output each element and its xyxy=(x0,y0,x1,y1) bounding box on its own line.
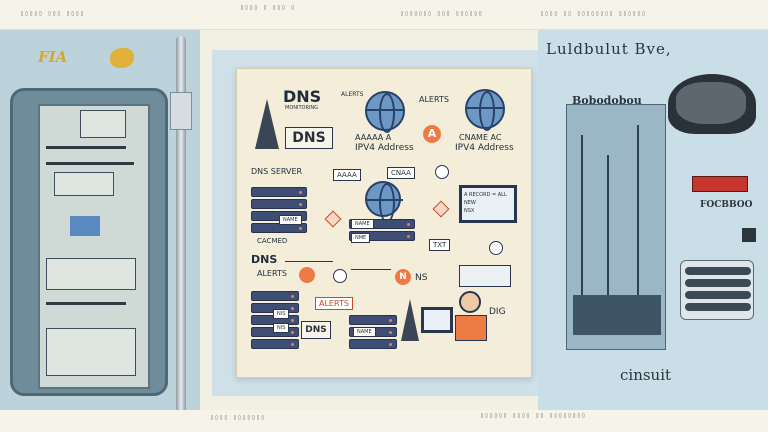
scribble-text: ▯▯▯▯ ▯ ▯▯▯ ▯ xyxy=(240,4,296,11)
record-line-1: A RECORD = ALL xyxy=(464,192,507,198)
connector-node-icon xyxy=(435,165,449,179)
rack-row xyxy=(685,303,751,311)
n-badge: N xyxy=(395,269,411,285)
globe-icon xyxy=(365,91,405,133)
record-line-3: NSX xyxy=(464,208,475,214)
dns-arrow-label: DNS xyxy=(251,253,278,266)
helmet-visor xyxy=(676,82,746,124)
server-stack-icon xyxy=(251,187,307,235)
dns-diagram-board: DNS MONITORING ALERTS DNS AAAAA A IPV4 A… xyxy=(236,68,532,378)
right-title: Luldbulut Bve, xyxy=(546,40,672,58)
laptop-icon xyxy=(421,307,453,333)
city-line xyxy=(581,135,583,335)
logo-text: FIA xyxy=(38,48,68,66)
alerts-small-label: ALERTS xyxy=(341,91,364,98)
a-record-badge: A xyxy=(423,125,441,143)
server-rack-icon xyxy=(680,260,754,320)
flowchart-panel-icon xyxy=(459,265,511,287)
right-subtitle: Bobodobou xyxy=(572,94,642,107)
phone-screen xyxy=(38,104,150,389)
txt-tag: TXT xyxy=(429,239,451,251)
alerts-box-tag: ALERTS xyxy=(315,297,353,310)
antenna-tower-icon xyxy=(255,99,279,149)
cname-label: CNAME AC xyxy=(459,133,502,142)
phone-table xyxy=(46,328,136,376)
record-line-2: NEW xyxy=(464,200,476,206)
stand-pole xyxy=(176,36,186,432)
alerts-top-label: ALERTS xyxy=(419,95,449,104)
phone-text-line xyxy=(46,302,126,305)
connector-node-icon xyxy=(333,269,347,283)
dig-label: DIG xyxy=(489,307,506,317)
scribble-text: ▯▯▯▯▯▯ ▯▯▯▯ ▯▯ ▯▯▯▯▯▯▯▯ xyxy=(480,412,587,419)
phone-bar-chart xyxy=(70,216,100,236)
server-stack-icon xyxy=(251,291,299,351)
phone-display-box xyxy=(54,172,114,196)
city-illustration xyxy=(566,104,666,350)
scribble-text: ▯▯▯▯ ▯▯ ▯▯▯▯▯▯▯▯ ▯▯▯▯▯▯ xyxy=(540,10,647,17)
decision-diamond-icon xyxy=(324,210,342,228)
ipv4-left-label: IPV4 Address xyxy=(355,143,414,153)
person-body-icon xyxy=(455,315,487,341)
right-footer: cinsuit xyxy=(620,366,672,384)
name-tag-1: NAME xyxy=(279,215,302,225)
city-line xyxy=(637,125,639,335)
stand-clamp xyxy=(170,92,192,130)
bottom-strip: ▯▯▯▯ ▯▯▯▯▯▯▯ ▯▯▯▯▯▯ ▯▯▯▯ ▯▯ ▯▯▯▯▯▯▯▯ xyxy=(0,410,768,432)
phone-header-block xyxy=(80,110,126,138)
red-label-chip xyxy=(692,176,748,192)
nis-tag-2: NIS xyxy=(273,323,290,333)
foc-label: FOCBBOO xyxy=(700,200,753,210)
rack-row xyxy=(685,267,751,275)
dns-title-label: DNS xyxy=(283,87,322,106)
top-strip: ▯▯▯▯▯ ▯▯▯ ▯▯▯▯ ▯▯▯▯ ▯ ▯▯▯ ▯ ▯▯▯▯▯▯▯ ▯▯▯ … xyxy=(0,0,768,30)
dns-box-label: DNS xyxy=(285,127,333,149)
connector-node-icon xyxy=(489,241,503,255)
cnaa-tag: CNAA xyxy=(387,167,415,179)
name-tag-3: NAME xyxy=(353,327,376,337)
aaaa-tag: AAAA xyxy=(333,169,361,181)
logo-icon xyxy=(110,48,134,68)
phone-text-line xyxy=(46,162,134,165)
alerts-mid-label: ALERTS xyxy=(257,269,287,278)
ipv4-right-label: IPV4 Address xyxy=(455,143,514,153)
nme-tag: NME xyxy=(351,233,371,243)
scribble-text: ▯▯▯▯▯ ▯▯▯ ▯▯▯▯ xyxy=(20,10,85,17)
decision-diamond-icon xyxy=(432,200,450,218)
dns-server-label: DNS SERVER xyxy=(251,167,303,176)
aaaa-a-label: AAAAA A xyxy=(355,133,392,142)
globe-icon xyxy=(365,181,403,223)
flow-arrow xyxy=(351,269,391,270)
phone-table xyxy=(46,258,136,290)
city-block xyxy=(573,295,661,335)
city-line xyxy=(607,155,609,335)
nis-tag-1: NIS xyxy=(273,309,290,319)
server-stack-icon xyxy=(349,219,415,243)
alert-dot-icon xyxy=(299,267,315,283)
monitoring-label: MONITORING xyxy=(285,105,319,111)
scribble-text: ▯▯▯▯ ▯▯▯▯▯▯▯ xyxy=(210,414,266,421)
cacmed-label: CACMED xyxy=(257,237,288,245)
rack-row xyxy=(685,291,751,299)
cable-connector-icon xyxy=(742,228,756,242)
globe-icon xyxy=(465,89,505,131)
name-tag-2: NAME xyxy=(351,219,374,229)
monitor-icon: A RECORD = ALL NEW NSX xyxy=(459,185,517,223)
rack-row xyxy=(685,279,751,287)
flow-arrow xyxy=(285,261,333,262)
dns-small-box: DNS xyxy=(301,321,331,339)
scribble-text: ▯▯▯▯▯▯▯ ▯▯▯ ▯▯▯▯▯▯ xyxy=(400,10,484,17)
person-icon xyxy=(459,291,481,313)
phone-text-line xyxy=(46,146,126,149)
antenna-tower-icon xyxy=(401,299,419,341)
ns-badge-label: NS xyxy=(415,273,428,283)
